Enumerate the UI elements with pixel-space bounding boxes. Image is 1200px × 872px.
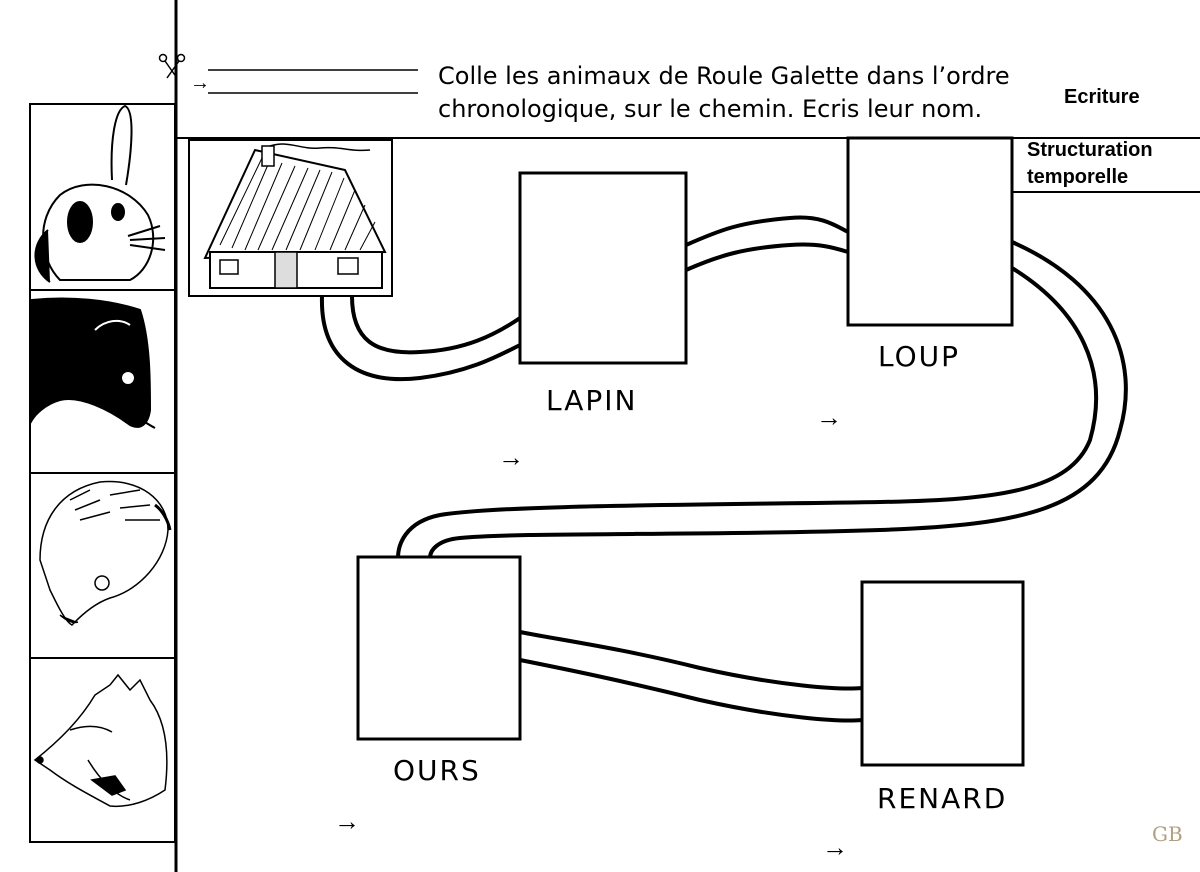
cottage-drawing <box>188 139 393 297</box>
fox-drawing <box>33 673 168 808</box>
arrow-icon-lapin: → <box>498 442 524 472</box>
paste-box-2 <box>846 136 1014 327</box>
scissors-icon <box>158 53 186 79</box>
winding-path <box>319 215 1128 723</box>
rabbit-drawing <box>34 104 166 283</box>
animal-cards <box>29 103 176 843</box>
instruction-text: Colle les animaux de Roule Galette dans … <box>438 60 1038 126</box>
watermark-logo: GB <box>1152 822 1183 846</box>
instruction-line-2: chronologique, sur le chemin. Ecris leur… <box>438 95 983 123</box>
subject-secondary-line-2: temporelle <box>1027 166 1129 188</box>
arrow-icon-loup: → <box>816 402 842 432</box>
label-lapin: LAPIN <box>546 384 638 417</box>
paste-box-3 <box>356 555 522 741</box>
subject-secondary: Structuration temporelle <box>1027 137 1153 191</box>
subject-primary: Ecriture <box>1064 86 1140 108</box>
subject-secondary-line-1: Structuration <box>1027 139 1153 161</box>
arrow-icon-renard: → <box>822 832 848 862</box>
label-ours: OURS <box>393 754 481 787</box>
bear-drawing <box>39 480 172 626</box>
arrow-icon-ours: → <box>334 806 360 836</box>
header-arrow-icon: → <box>190 72 210 94</box>
wolf-drawing <box>31 297 156 429</box>
label-loup: LOUP <box>878 340 961 373</box>
paste-box-1 <box>518 171 688 365</box>
instruction-line-1: Colle les animaux de Roule Galette dans … <box>438 62 1010 90</box>
paste-box-4 <box>860 580 1025 767</box>
label-renard: RENARD <box>877 782 1008 815</box>
